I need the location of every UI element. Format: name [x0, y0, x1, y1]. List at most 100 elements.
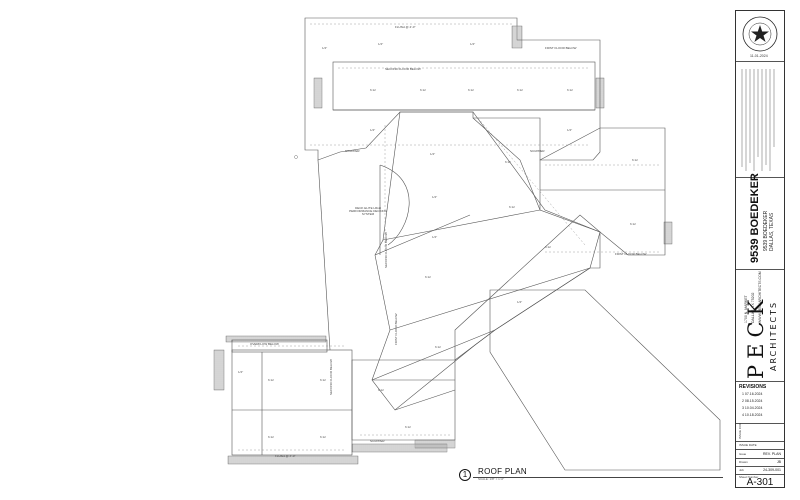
field-value: REV. PLAN [763, 452, 781, 456]
overflow-label: OVERFLOW BELOW [250, 342, 279, 346]
first-floor-label: FIRST FLOOR BELOW [615, 252, 647, 256]
divider [736, 441, 784, 442]
divider [736, 474, 784, 475]
second-floor-label: SECOND FLOOR BELOW [385, 67, 421, 71]
slope-label: 6:12 [268, 378, 274, 382]
hatch-lower-top [225, 335, 327, 343]
flush-label: FLUSH @ 4'-0" [275, 454, 296, 458]
hatch-right-wing [663, 221, 673, 245]
slope-label: 6:12 [509, 205, 515, 209]
roof-outline-lower-left [231, 349, 353, 456]
revision-item: 4 10.18.2024 [742, 413, 763, 417]
project-address-2: DALLAS, TEXAS [769, 212, 775, 251]
slope-label: 1/4" [430, 152, 436, 156]
field-label: Drawn [739, 460, 748, 464]
hatch-bottom [227, 455, 359, 465]
slope-label: 6:12 [370, 88, 376, 92]
architect-seal-icon [742, 16, 778, 52]
divider [736, 177, 784, 178]
scupper-label: SCUPPER [345, 149, 360, 153]
slope-label: 1/4" [322, 46, 328, 50]
divider [736, 381, 784, 382]
slope-label: 6:12 [268, 435, 274, 439]
slope-label: 6:12 [468, 88, 474, 92]
hatch-top-right [511, 25, 523, 49]
slope-label: 6:12 [517, 88, 523, 92]
revision-item: 3 10.04.2024 [742, 406, 763, 410]
deck-curve [379, 164, 410, 246]
first-floor-label: FIRST FLOOR BELOW [545, 46, 577, 50]
notes-text-block [741, 69, 775, 171]
issue-for-label: ISSUE FOR [738, 422, 742, 439]
slope-label: 1/4" [378, 42, 384, 46]
divider [736, 423, 784, 424]
slope-label: 6:12 [320, 378, 326, 382]
roof-outline-upper [304, 17, 601, 161]
slope-label: 1/4" [567, 128, 573, 132]
deck-note: DECK ELITE HIGH PERFORMANCE DECKING SYST… [349, 206, 387, 216]
project-address-block: 9539 BOEDEKER DALLAS, TEXAS [763, 211, 775, 251]
field-value: 24-309-001 [763, 468, 781, 472]
divider [736, 269, 784, 270]
roof-section-second-floor [332, 61, 596, 111]
firm-logo: PECK [744, 294, 768, 379]
slope-label: 6:12 [378, 388, 384, 392]
revisions-title: REVISIONS [739, 384, 767, 390]
slope-label: 1/4" [470, 42, 476, 46]
issue-for-block: ISSUE FOR [738, 423, 742, 439]
logo-peck: PECK [744, 293, 768, 379]
divider [736, 458, 784, 459]
roof-plan-drawing [213, 17, 721, 471]
slope-label: 6:12 [425, 275, 431, 279]
view-number: 1 [459, 469, 471, 481]
slope-label: 6:12 [567, 88, 573, 92]
divider [736, 466, 784, 467]
hatch-right [595, 77, 605, 109]
slope-label: 6:12 [435, 345, 441, 349]
slope-label: 6:12 [630, 222, 636, 226]
seal-date: 11-01-2024 [750, 54, 768, 58]
slope-label: 6:12 [505, 160, 511, 164]
revision-item: 1 07.16.2024 [742, 392, 763, 396]
field-label: Issue [739, 452, 747, 456]
slope-label: 1/4" [238, 370, 244, 374]
issue-date-label: ISSUE DATE [739, 443, 757, 447]
slope-label: 1/4" [370, 128, 376, 132]
sheet-number-label: Sheet Number [739, 475, 759, 479]
roof-outline-right-wing [539, 127, 666, 256]
plan-scale: SCALE: 1/8" = 1'-0" [478, 477, 505, 481]
revision-item: 2 08.15.2024 [742, 399, 763, 403]
sheet-number: A-301 [746, 477, 774, 488]
hatch-bottom-right [414, 439, 456, 449]
slope-label: 6:12 [420, 88, 426, 92]
plan-title: ROOF PLAN [478, 467, 527, 476]
scupper-label: SCUPPER [370, 439, 385, 443]
roof-outline-lower-right [489, 289, 721, 471]
scupper-label: SCUPPER [530, 149, 545, 153]
hatch-left [313, 77, 323, 109]
title-block: 11-01-2024 9539 BOEDEKER 9539 BOEDEKER D… [735, 10, 785, 488]
field-label: Job [739, 468, 744, 472]
slope-label: 1/4" [517, 300, 523, 304]
project-name: 9539 BOEDEKER [749, 173, 761, 263]
roof-outline-center [371, 111, 601, 411]
project-name-block: 9539 BOEDEKER [749, 173, 761, 263]
slope-label: 6:12 [405, 425, 411, 429]
hatch-lower-left [213, 349, 225, 391]
divider [736, 449, 784, 450]
flush-label: FLUSH @ 4'-0" [395, 25, 416, 29]
grid-marker [294, 155, 298, 159]
roof-outline-diagonal [454, 214, 601, 361]
roof-outline-lower-center [351, 359, 456, 441]
slope-label: 6:12 [632, 158, 638, 162]
title-underline [473, 477, 723, 478]
first-floor-label-vertical: FIRST FLOOR BELOW [394, 313, 398, 345]
second-floor-label-vertical: SECOND FLOOR BELOW [329, 359, 333, 395]
firm-logo-sub: ARCHITECTS [769, 301, 778, 371]
slope-label: 1/4" [432, 235, 438, 239]
divider [736, 61, 784, 62]
slope-label: 1/4" [432, 195, 438, 199]
logo-architects: ARCHITECTS [769, 300, 778, 371]
second-floor-label-vertical: SECOND FLOOR BELOW [384, 232, 388, 268]
